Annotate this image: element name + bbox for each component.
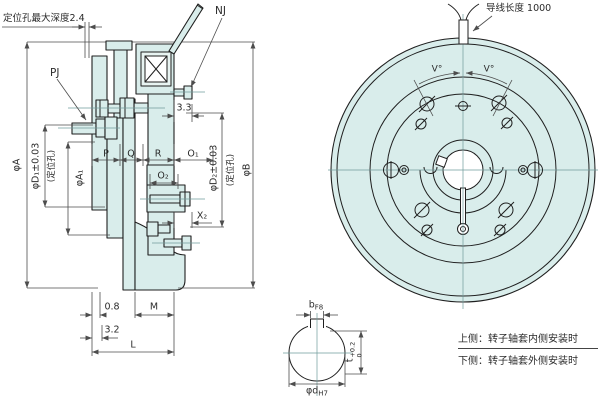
label-dim-l: L: [130, 339, 136, 351]
front-centerlines: [328, 14, 598, 309]
label-dim-x2: X₂: [196, 210, 208, 222]
side-holes: [383, 161, 543, 179]
section-dimensions: [24, 17, 256, 356]
section-view: [58, 3, 205, 291]
hub-inner-column: [122, 98, 136, 291]
top-extension-line: [2, 26, 255, 43]
label-dim-3-3: 3.3: [176, 102, 192, 114]
armature-arm-cap: [105, 40, 133, 51]
label-d1-note: (定位孔): [46, 149, 57, 183]
label-dia-d2: φD₂±0.03: [208, 144, 220, 192]
label-keyway-d: φdH7: [305, 385, 329, 398]
lead-wire-icon: [447, 3, 480, 45]
keyway-dimensions: [288, 311, 367, 387]
label-dim-o1: O₁: [187, 148, 199, 160]
mounting-note-lower: 下侧：转子轴套外侧安装时: [458, 356, 578, 367]
label-dia-a: φA: [11, 158, 23, 172]
keyway-detail: [283, 311, 367, 396]
front-view: [328, 3, 598, 309]
pj-leader: [56, 78, 87, 121]
cup-notch-right: [489, 166, 504, 174]
lead-wire-needle: [168, 3, 204, 55]
bore-keyway-notch: [435, 155, 448, 168]
label-v-right: V°: [483, 64, 495, 75]
label-dim-0-8: 0.8: [104, 301, 120, 313]
label-dia-b: φB: [241, 163, 253, 177]
mounting-notes: 上侧：转子轴套内侧安装时 下侧：转子轴套外侧安装时: [458, 330, 598, 367]
lead-note-leader: [472, 15, 493, 32]
section-centerlines: [58, 91, 205, 244]
label-positioning-hole-depth: 定位孔最大深度2.4: [3, 13, 85, 24]
upper-bolt-holes: [414, 94, 514, 131]
nj-leader: [190, 17, 223, 88]
lead-wire-tip: [196, 4, 204, 10]
label-dim-q: Q: [127, 148, 135, 160]
label-v-left: V°: [431, 64, 443, 75]
label-dia-d1: φD₁±0.03: [30, 142, 42, 190]
nj-terminal-stud: [173, 85, 193, 100]
label-dia-a1: φA₁: [74, 169, 86, 187]
label-lead-wire-length: 导线长度 1000: [486, 3, 552, 14]
label-dim-m: M: [149, 301, 159, 313]
cup-notch-left: [423, 166, 438, 174]
coil-cross-icon: [144, 55, 168, 83]
label-nj: NJ: [215, 5, 226, 17]
label-pj: PJ: [50, 67, 60, 79]
label-dim-3-2: 3.2: [104, 324, 120, 336]
mounting-note-upper: 上侧：转子轴套内侧安装时: [458, 330, 598, 349]
label-dim-r: R: [154, 148, 162, 160]
label-keyway-b: bF8: [308, 299, 324, 312]
v-angle-dimension: [413, 70, 513, 117]
lower-bolt-holes: [413, 201, 515, 237]
label-dim-p: P: [103, 148, 109, 160]
label-d2-note: (定位孔): [225, 153, 236, 187]
label-dim-o2: O₂: [157, 170, 169, 182]
